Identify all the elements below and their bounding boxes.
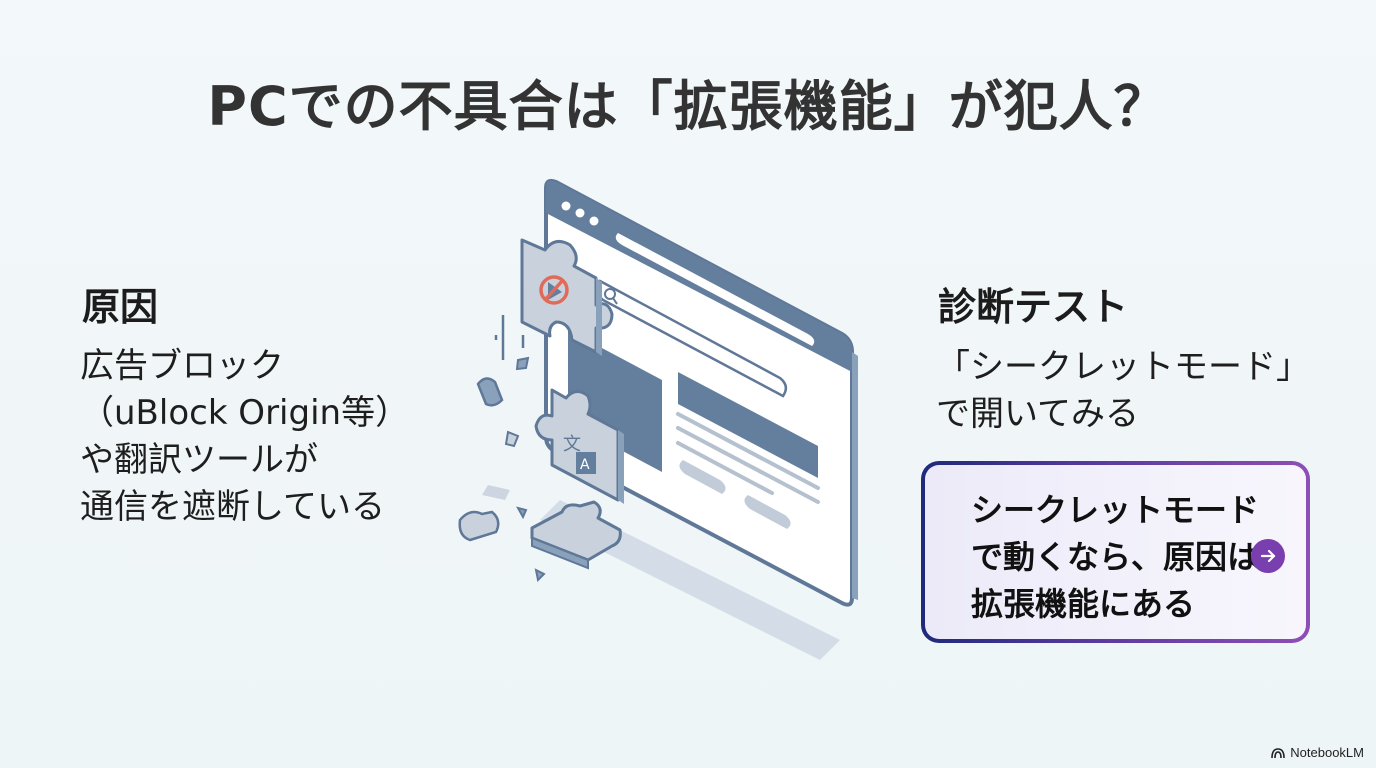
diagnosis-heading: 診断テスト: [938, 285, 1129, 329]
brand-footer: NotebookLM: [1271, 745, 1364, 760]
svg-text:A: A: [580, 457, 590, 473]
search-icon: [604, 288, 618, 305]
puzzle-piece-adblock-icon: [520, 238, 614, 356]
conclusion-callout: シークレットモード で動くなら、原因は 拡張機能にある: [921, 461, 1310, 643]
puzzle-piece-translate-icon: 文 A: [534, 388, 624, 504]
page-title: PCでの不具合は「拡張機能」が犯人？: [207, 75, 1169, 138]
browser-window-icon: [544, 178, 858, 607]
brand-name: NotebookLM: [1290, 745, 1364, 760]
diagnosis-body: 「シークレットモード」 で開いてみる: [936, 347, 1310, 434]
notebooklm-logo-icon: [1271, 747, 1286, 758]
fallen-puzzle-piece-icon: [530, 500, 622, 570]
svg-text:文: 文: [563, 434, 581, 455]
arrow-right-icon: [1251, 539, 1285, 573]
conclusion-text: シークレットモード で動くなら、原因は 拡張機能にある: [971, 491, 1260, 623]
browser-extension-illustration: 文 A: [458, 178, 858, 660]
cause-body: 広告ブロック （uBlock Origin等） や翻訳ツールが 通信を遮断してい…: [80, 346, 410, 527]
cause-heading: 原因: [82, 285, 159, 329]
